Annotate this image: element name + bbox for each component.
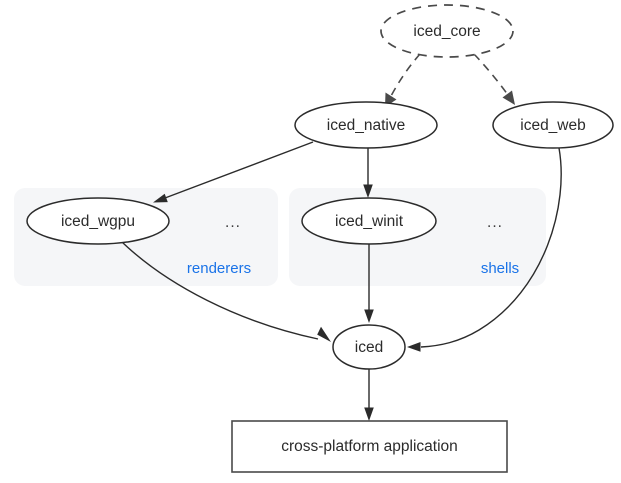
cluster-shells-label: shells — [481, 260, 519, 277]
cross-platform-application-label: cross-platform application — [281, 438, 458, 455]
iced-native-label: iced_native — [327, 117, 405, 134]
edge-native-to-wgpu — [153, 141, 314, 203]
iced-native-ellipse[interactable] — [294, 101, 438, 149]
node-iced-web[interactable]: iced_web — [492, 101, 614, 149]
ellipsis-shells: ... — [487, 214, 503, 231]
iced-ellipse[interactable] — [332, 324, 406, 370]
edge-iced-to-application — [364, 369, 374, 421]
edge-native-to-winit — [363, 148, 373, 198]
iced-winit-ellipse[interactable] — [301, 197, 437, 245]
edge-core-to-web — [473, 53, 515, 105]
node-iced-wgpu[interactable]: iced_wgpu — [26, 197, 170, 245]
iced-label: iced — [355, 339, 383, 356]
cluster-renderers-label: renderers — [187, 260, 251, 277]
edge-core-to-native — [385, 53, 421, 107]
edge-winit-to-iced — [364, 244, 374, 323]
cross-platform-application-rect[interactable] — [231, 420, 508, 473]
node-iced[interactable]: iced — [332, 324, 406, 370]
iced-core-ellipse[interactable] — [380, 4, 514, 58]
iced-web-label: iced_web — [520, 117, 586, 134]
edge-web-to-iced — [407, 147, 562, 352]
iced-winit-label: iced_winit — [335, 213, 404, 230]
node-iced-winit[interactable]: iced_winit — [301, 197, 437, 245]
node-iced-core[interactable]: iced_core — [380, 4, 514, 58]
iced-wgpu-label: iced_wgpu — [61, 213, 135, 230]
node-cross-platform-application[interactable]: cross-platform application — [231, 420, 508, 473]
edge-wgpu-to-iced — [121, 241, 331, 342]
ellipsis-renderers: ... — [225, 214, 241, 231]
iced-core-label: iced_core — [413, 23, 480, 40]
iced-wgpu-ellipse[interactable] — [26, 197, 170, 245]
iced-web-ellipse[interactable] — [492, 101, 614, 149]
node-iced-native[interactable]: iced_native — [294, 101, 438, 149]
